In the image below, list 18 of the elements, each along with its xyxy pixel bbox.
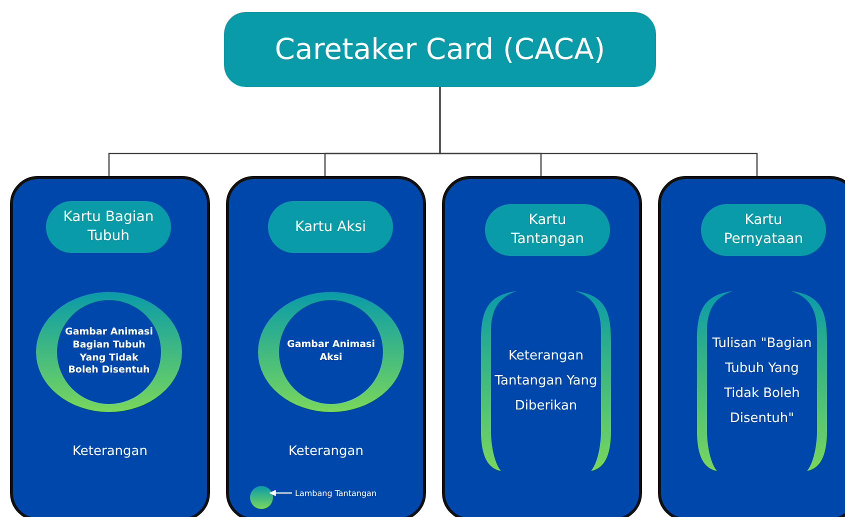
caption-text: Keterangan bbox=[288, 444, 364, 459]
connector-line bbox=[439, 87, 758, 176]
leader-arrow bbox=[269, 490, 292, 496]
heading-banner: Caretaker Card (CACA) bbox=[224, 12, 656, 87]
card-panel bbox=[226, 176, 426, 517]
card-panel bbox=[10, 176, 210, 517]
card-title: Kartu Tantangan bbox=[485, 204, 610, 256]
card-title: Kartu Pernyataan bbox=[701, 204, 826, 256]
description-text: Gambar Animasi Aksi bbox=[286, 339, 376, 365]
card-panel bbox=[658, 176, 845, 517]
description-text: Tulisan "Bagian Tubuh Yang Tidak Boleh Disentuh" bbox=[711, 335, 813, 428]
description-text: Keterangan Tantangan Yang Diberikan bbox=[494, 348, 598, 416]
description-text: Gambar Animasi Bagian Tubuh Yang Tidak Boleh Disentuh bbox=[64, 326, 154, 378]
note-text: Lambang Tantangan bbox=[295, 489, 387, 498]
card-title: Kartu Bagian Tubuh bbox=[46, 201, 171, 253]
card-panel bbox=[442, 176, 642, 517]
card-title: Kartu Aksi bbox=[268, 201, 393, 253]
caption-text: Keterangan bbox=[72, 444, 148, 459]
